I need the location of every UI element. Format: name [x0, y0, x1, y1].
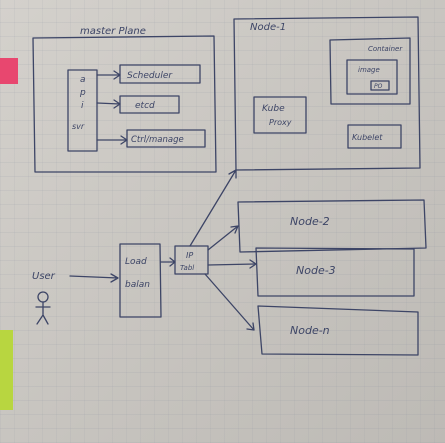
- container-box: [329, 37, 411, 105]
- node-n-box: [257, 305, 419, 356]
- container-title: Container: [368, 45, 403, 53]
- kube-proxy-box: [253, 96, 307, 134]
- load-balancer-label-2: balan: [125, 280, 150, 290]
- api-server-label-p: p: [79, 88, 86, 98]
- ip-tables-to-node-2-arrow: [207, 225, 239, 251]
- controller-label: Ctrl/manage: [131, 135, 184, 145]
- tag-box: [370, 80, 390, 91]
- node-2-label: Node-2: [290, 215, 330, 228]
- kubelet-box: [347, 124, 402, 149]
- user-label: User: [32, 271, 56, 282]
- etcd-label: etcd: [135, 101, 155, 111]
- ip-tables-to-node-3-arrow: [207, 259, 257, 269]
- sticky-note-pink: [0, 58, 18, 84]
- node-1-title: Node-1: [250, 22, 286, 33]
- api-server-label-i: i: [81, 101, 84, 111]
- node-3-box: [255, 247, 415, 297]
- ip-tables-to-node-1-arrow: [189, 169, 237, 247]
- master-plane-title: master Plane: [80, 26, 146, 37]
- ip-tables-label-2: Tabl: [180, 264, 194, 272]
- ip-tables-label-1: IP: [186, 251, 193, 260]
- load-balancer-label-1: Load: [125, 257, 147, 267]
- node-3-label: Node-3: [296, 264, 336, 277]
- api-to-controller-arrow: [96, 135, 128, 145]
- scheduler-label: Scheduler: [127, 71, 173, 81]
- load-balancer-box: [119, 243, 162, 318]
- master-plane-box: [32, 35, 217, 173]
- user-figure: [35, 291, 51, 325]
- kube-proxy-label-1: Kube: [262, 104, 285, 114]
- kube-proxy-label-2: Proxy: [269, 118, 292, 127]
- controller-box: [126, 129, 206, 148]
- scheduler-box: [119, 64, 201, 84]
- image-box: [346, 59, 398, 95]
- api-server-label-a: a: [80, 75, 86, 85]
- api-server-label-svr: svr: [72, 122, 85, 131]
- api-to-etcd-arrow: [96, 99, 121, 109]
- kubelet-label: Kubelet: [352, 133, 383, 142]
- ip-tables-box: [174, 245, 209, 275]
- node-n-label: Node-n: [290, 324, 330, 337]
- sticky-note-green: [0, 330, 13, 410]
- node-2-box: [237, 199, 427, 253]
- tag-label: PO: [374, 83, 383, 90]
- api-to-scheduler-arrow: [96, 70, 121, 80]
- api-server-box: [67, 69, 98, 152]
- node-1-box: [233, 16, 421, 171]
- image-label: image: [358, 66, 380, 74]
- user-to-load-balancer-arrow: [69, 273, 119, 283]
- load-balancer-to-ip-tables-arrow: [160, 257, 176, 267]
- ip-tables-to-node-n-arrow: [204, 273, 255, 331]
